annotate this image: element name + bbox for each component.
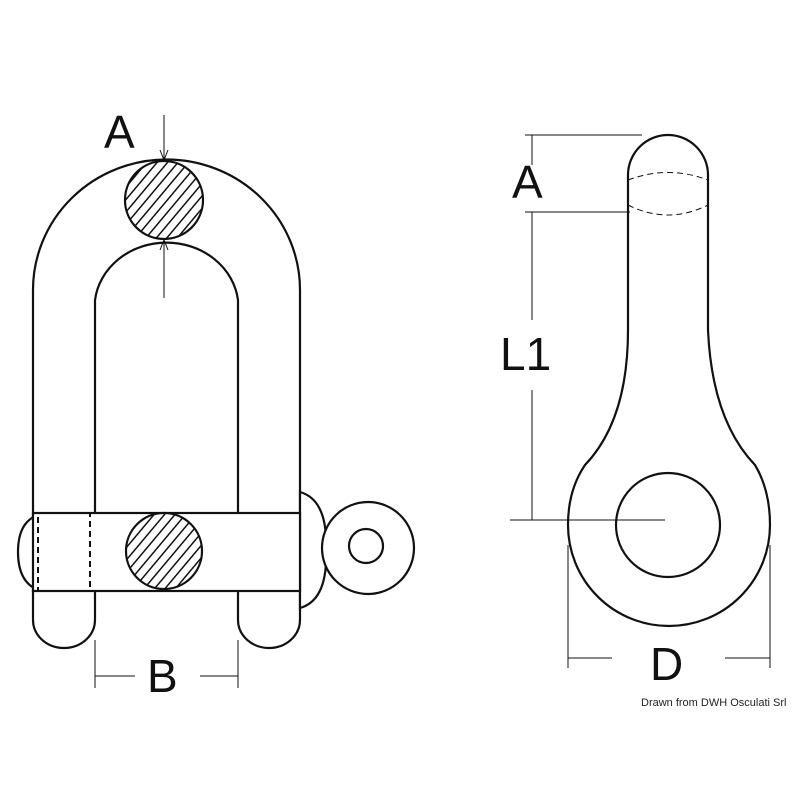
pin-side-body: [566, 133, 772, 628]
front-b-label: B: [147, 650, 178, 702]
pin-thread: [37, 512, 91, 592]
front-view: [16, 115, 416, 688]
side-a-label: A: [512, 156, 543, 208]
shackle-body: [31, 158, 302, 650]
front-a-label: A: [104, 106, 135, 158]
side-d-label: D: [650, 638, 683, 690]
side-view: [510, 133, 772, 668]
bow-section: [123, 159, 205, 241]
pin-eye-hole: [347, 527, 385, 565]
pin-side-hole: [614, 471, 722, 579]
pin-section: [124, 511, 204, 591]
side-l1-label: L1: [500, 328, 551, 380]
credit-text: Drawn from DWH Osculati Srl: [641, 697, 787, 709]
